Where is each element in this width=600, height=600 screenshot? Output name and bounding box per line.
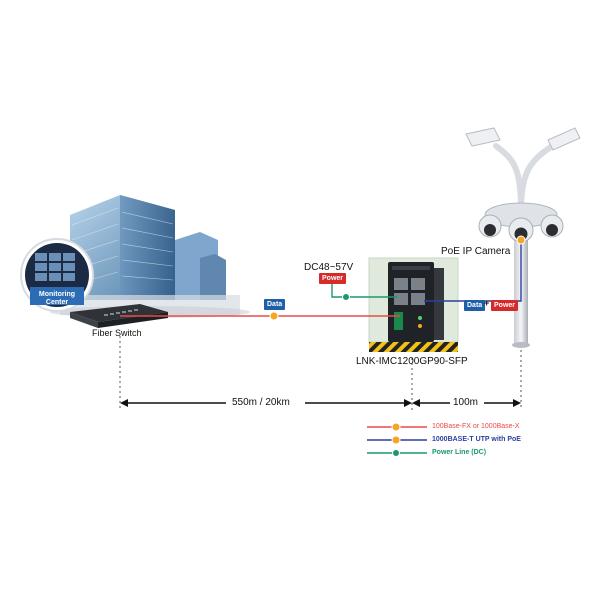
distance-guides <box>119 336 522 410</box>
legend-utp-text: 1000BASE-T UTP with PoE <box>432 436 521 443</box>
fiber-switch-label: Fiber Switch <box>92 328 142 338</box>
power-line <box>331 279 397 298</box>
distance-arrowheads <box>120 399 521 407</box>
poe-ip-camera-label: PoE IP Camera <box>441 246 511 257</box>
monitoring-center-illustration <box>20 238 94 312</box>
fiber-data-tag: Data <box>264 299 286 310</box>
poe-camera-illustration <box>478 202 564 243</box>
media-converter-device <box>388 262 444 342</box>
power-line-node <box>342 293 350 301</box>
fiber-link-node <box>269 311 279 321</box>
poe-power-tag: Power <box>491 300 519 311</box>
legend-fiber-text: 100Base-FX or 1000Base-X <box>432 423 520 430</box>
poe-data-tag: Data <box>464 300 486 311</box>
dc-power-tag: Power <box>319 273 347 284</box>
device-model-label: LNK-IMC1200GP90-SFP <box>356 356 468 367</box>
office-buildings-illustration <box>50 195 250 318</box>
utp-poe-line <box>424 238 522 302</box>
distance-fiber-label: 550m / 20km <box>232 397 290 408</box>
legend-power-text: Power Line (DC) <box>432 449 487 456</box>
monitoring-center-label: Monitoring Center <box>38 291 76 306</box>
poe-plus-sign: + <box>484 298 490 308</box>
dc-voltage-label: DC48~57V <box>304 262 354 273</box>
distance-utp-label: 100m <box>453 397 479 408</box>
legend-swatches <box>367 422 427 457</box>
utp-poe-node <box>516 235 526 245</box>
